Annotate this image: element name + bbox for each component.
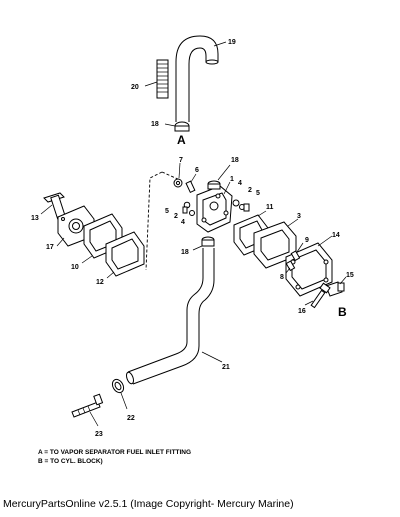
- callout-18: 18: [151, 121, 159, 128]
- copyright-footer: MercuryPartsOnline v2.5.1 (Image Copyrig…: [3, 498, 294, 510]
- mounting-bolt[interactable]: [304, 282, 331, 309]
- pump-fitting[interactable]: [325, 276, 347, 297]
- check-valve-right[interactable]: [232, 199, 250, 212]
- callout-23: 23: [95, 431, 103, 438]
- callout-15: 15: [346, 272, 354, 279]
- check-valve-screw[interactable]: [185, 173, 197, 194]
- callout-2b: 2: [174, 213, 178, 220]
- callout-6: 6: [195, 167, 199, 174]
- check-valve-left[interactable]: [182, 201, 195, 216]
- legend-a: A = TO VAPOR SEPARATOR FUEL INLET FITTIN…: [38, 449, 192, 456]
- callout-16: 16: [298, 308, 306, 315]
- legend-b: B = TO CYL. BLOCK): [38, 458, 103, 465]
- spring-coil[interactable]: [144, 59, 169, 99]
- o-ring[interactable]: [173, 162, 183, 188]
- callout-5: 5: [256, 190, 260, 197]
- fuel-hose-lower[interactable]: [125, 248, 223, 385]
- parts-diagram: 1 2 2 3 4 4 5 5 6 7 8 9 10 11 12 13 14 1…: [31, 35, 354, 438]
- pump-gasket-left[interactable]: [105, 231, 145, 279]
- hose-clamp-upper[interactable]: [164, 121, 190, 132]
- callout-5b: 5: [165, 208, 169, 215]
- label-b: B: [338, 305, 347, 319]
- callout-10: 10: [71, 264, 79, 271]
- callout-3: 3: [297, 213, 301, 220]
- callout-21: 21: [222, 364, 230, 371]
- hose-clamp-bottom[interactable]: [110, 377, 128, 410]
- callout-13: 13: [31, 215, 39, 222]
- callout-7: 7: [179, 157, 183, 164]
- label-a: A: [177, 133, 186, 147]
- dashed-leader: [145, 171, 163, 271]
- callout-17: 17: [46, 244, 54, 251]
- fuel-pump-body[interactable]: [196, 181, 233, 233]
- hose-fitting[interactable]: [71, 393, 104, 427]
- fuel-hose-upper[interactable]: [175, 35, 227, 122]
- intake-fitting[interactable]: [40, 192, 66, 220]
- callout-14: 14: [332, 232, 340, 239]
- callout-4: 4: [238, 180, 242, 187]
- cover-screws[interactable]: [285, 242, 304, 274]
- callout-22: 22: [127, 415, 135, 422]
- callout-1: 1: [230, 176, 234, 183]
- callout-19: 19: [228, 39, 236, 46]
- callout-8: 8: [280, 274, 284, 281]
- callout-9: 9: [305, 237, 309, 244]
- callout-11: 11: [266, 204, 274, 211]
- callout-4b: 4: [181, 219, 185, 226]
- hose-clamp-middle[interactable]: [207, 164, 231, 190]
- callout-20: 20: [131, 84, 139, 91]
- callout-18c: 18: [181, 249, 189, 256]
- callout-18b: 18: [231, 157, 239, 164]
- hose-clamp-lower[interactable]: [192, 236, 215, 251]
- callout-2: 2: [248, 187, 252, 194]
- callout-12: 12: [96, 279, 104, 286]
